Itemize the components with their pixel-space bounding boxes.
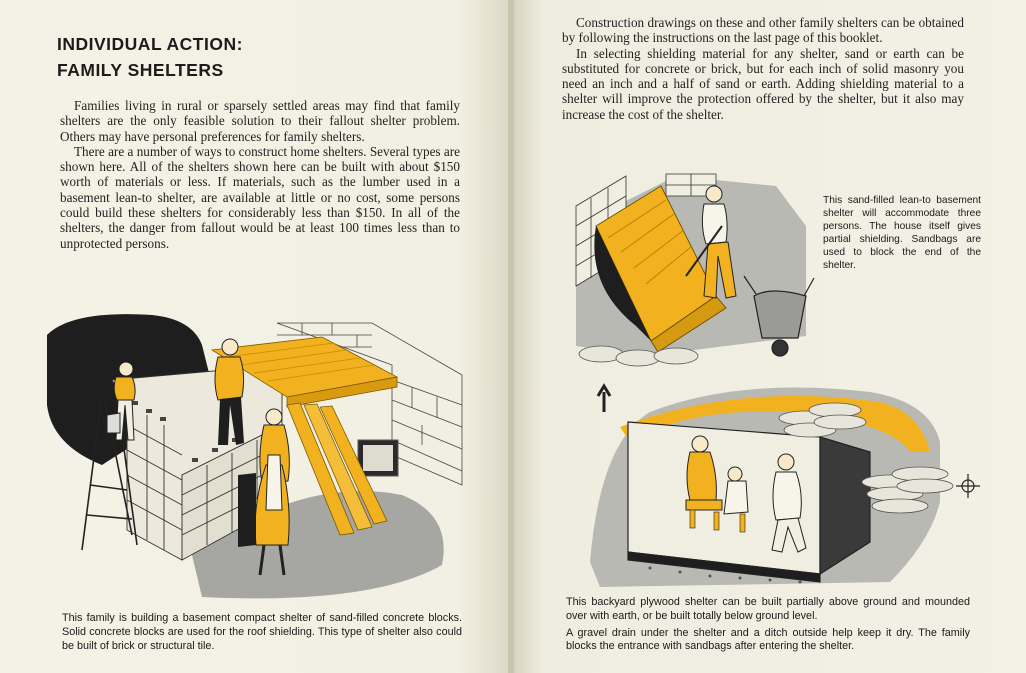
left-paragraph-2: There are a number of ways to construct … bbox=[60, 143, 460, 251]
page-gutter bbox=[508, 0, 514, 673]
lean-to-caption: This sand-filled lean-to basement shelte… bbox=[823, 195, 981, 271]
heading-line-2: FAMILY SHELTERS bbox=[57, 60, 224, 80]
right-paragraph-1: Construction drawings on these and other… bbox=[562, 15, 964, 46]
backyard-caption-paragraph-1: This backyard plywood shelter can be bui… bbox=[566, 596, 970, 622]
basement-block-shelter-illustration bbox=[47, 314, 463, 599]
backyard-shelter-caption: This backyard plywood shelter can be bui… bbox=[566, 596, 970, 665]
left-paragraph-1: Families living in rural or sparsely set… bbox=[60, 98, 460, 144]
lean-to-shelter-illustration bbox=[575, 173, 815, 367]
right-paragraph-2: In selecting shielding material for any … bbox=[562, 45, 964, 122]
left-body-text: Families living in rural or sparsely set… bbox=[60, 98, 460, 251]
right-body-text: Construction drawings on these and other… bbox=[562, 15, 964, 122]
basement-shelter-caption: This family is building a basement compa… bbox=[62, 612, 462, 652]
heading-line-1: INDIVIDUAL ACTION: bbox=[57, 34, 243, 54]
backyard-caption-paragraph-2: A gravel drain under the shelter and a d… bbox=[566, 626, 970, 653]
backyard-shelter-illustration bbox=[590, 383, 980, 587]
page-heading: INDIVIDUAL ACTION: FAMILY SHELTERS bbox=[57, 31, 243, 83]
